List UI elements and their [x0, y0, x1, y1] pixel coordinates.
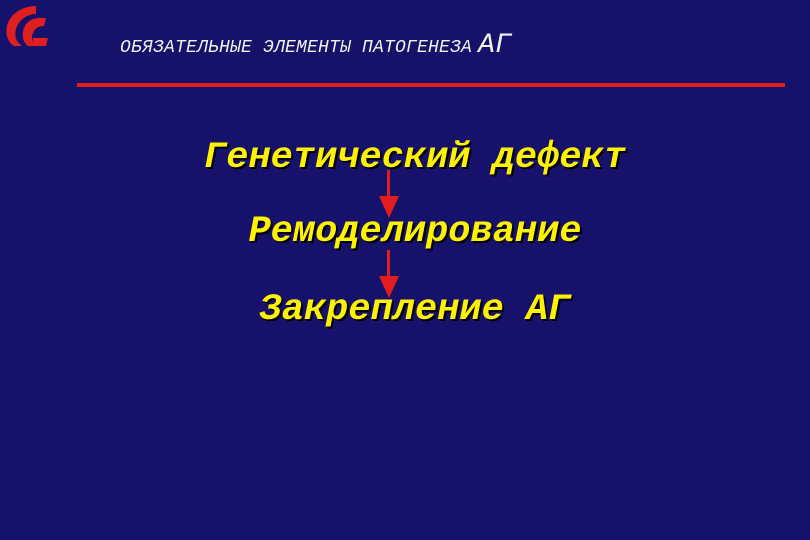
step-remodeling: Ремоделирование [248, 211, 582, 253]
step-genetic-defect: Генетический дефект [204, 137, 626, 179]
step-fixation: Закрепление АГ [259, 289, 571, 331]
title-divider [77, 83, 785, 87]
arrow-down-icon [379, 170, 399, 218]
brand-logo-icon [2, 2, 50, 50]
title-abbreviation: АГ [478, 30, 512, 61]
arrow-down-icon [379, 250, 399, 298]
title-main-text: ОБЯЗАТЕЛЬНЫЕ ЭЛЕМЕНТЫ ПАТОГЕНЕЗА [120, 38, 473, 58]
